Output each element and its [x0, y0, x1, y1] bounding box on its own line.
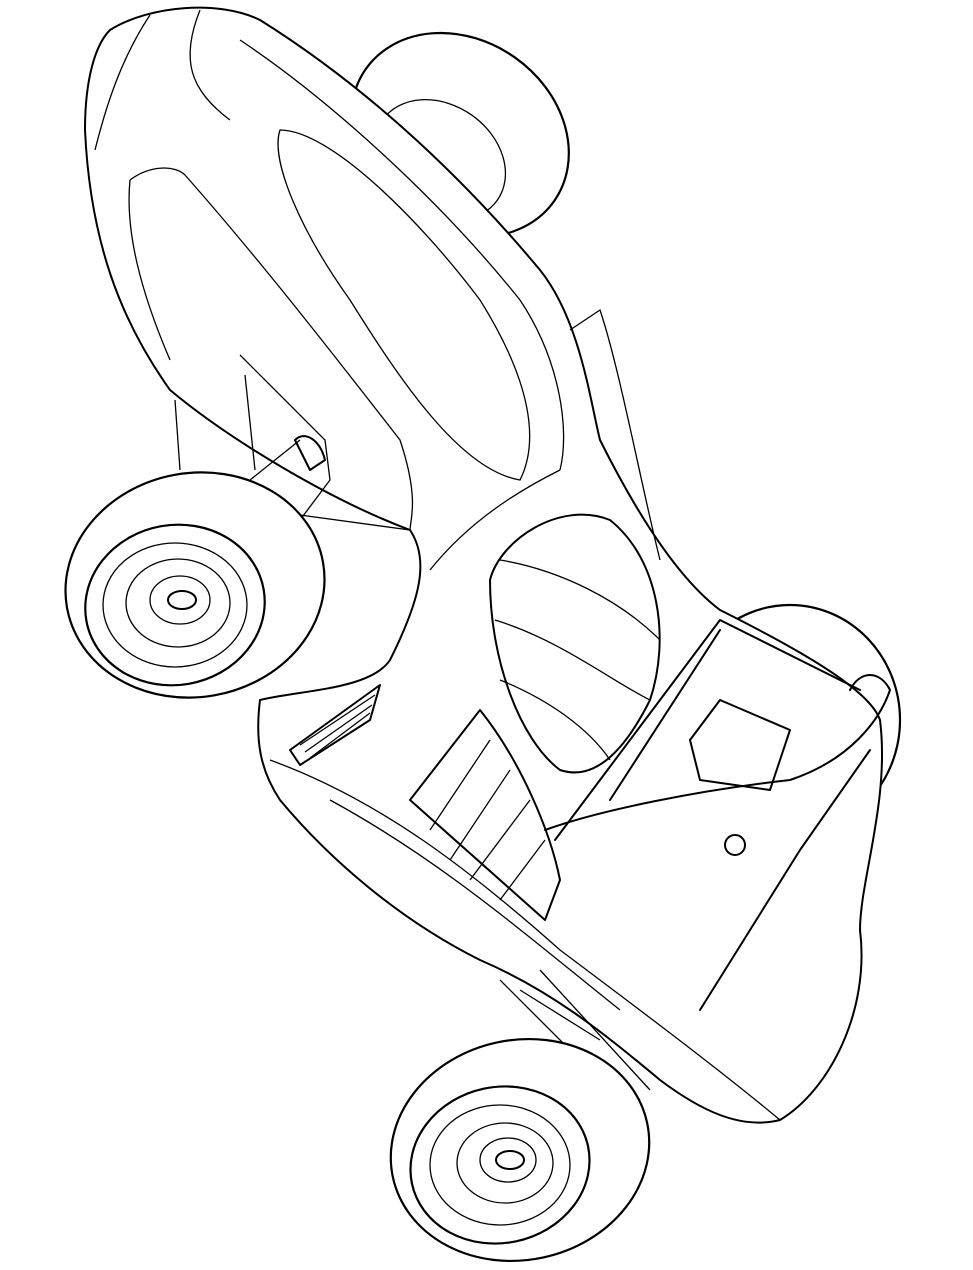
- front-suspension: [174, 354, 411, 531]
- car-body: [84, 6, 884, 1124]
- rear-left-wheel: [389, 1037, 651, 1263]
- front-left-wheel: [64, 471, 326, 699]
- roll-bar: [544, 619, 891, 1011]
- body-details: [94, 9, 791, 1121]
